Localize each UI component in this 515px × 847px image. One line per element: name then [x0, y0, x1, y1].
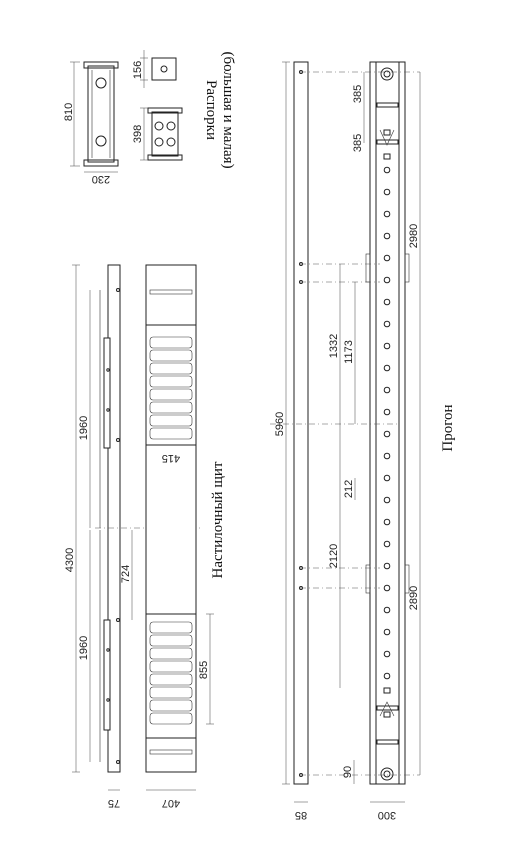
deck-planks-upper: [149, 336, 193, 440]
dim-75: 75: [108, 797, 120, 809]
deck-title: Настилочный щит: [210, 461, 226, 578]
dim-2120: 2120: [328, 544, 340, 568]
dim-1960-bottom: 1960: [78, 636, 90, 660]
spacer-small-lower: [147, 107, 183, 161]
deck-planks-lower: [149, 621, 193, 725]
dim-724: 724: [120, 565, 132, 583]
deck-side-dims: 4300 1960 1960 724 75: [64, 264, 133, 809]
dim-407: 407: [162, 797, 180, 809]
dim-1332: 1332: [328, 334, 340, 358]
dim-385-first: 385: [352, 85, 364, 103]
spacers-title: Распорки: [203, 80, 219, 140]
deck-plan-dims: 415 855 407: [146, 452, 214, 809]
dim-1173: 1173: [343, 340, 355, 364]
dim-4300: 4300: [64, 548, 76, 572]
spacers-subtitle: (большая и малая): [220, 51, 236, 168]
dim-230: 230: [92, 173, 110, 185]
dim-415: 415: [162, 452, 180, 464]
dim-385-second: 385: [352, 134, 364, 152]
dim-855: 855: [198, 661, 210, 679]
purlin-title: Прогон: [440, 404, 456, 451]
spacer-big: [83, 61, 119, 167]
dim-156: 156: [132, 61, 144, 79]
purlin-side-view: [293, 61, 309, 785]
dim-2890: 2890: [408, 586, 420, 610]
spacer-small-upper: [151, 57, 177, 81]
dim-212: 212: [343, 480, 355, 498]
dim-90: 90: [342, 766, 354, 778]
dim-2980: 2980: [408, 224, 420, 248]
deck-plan-view: [145, 264, 197, 773]
spacer-big-dims: 810 230: [63, 61, 118, 185]
deck-side-view: [95, 264, 200, 773]
spacer-small-upper-dims: 156: [132, 50, 148, 88]
dim-300: 300: [378, 809, 396, 821]
dim-1960-top: 1960: [78, 416, 90, 440]
dim-810: 810: [63, 103, 75, 121]
purlin-plan-dims: 385 385 2980 1332 1173 212 2120 2890 90 …: [328, 72, 421, 821]
purlin-holes: [383, 166, 391, 680]
dim-85: 85: [295, 809, 307, 821]
purlin-plan-view: [365, 61, 410, 785]
dim-398: 398: [132, 125, 144, 143]
spacer-small-lower-dims: 398: [132, 107, 148, 161]
